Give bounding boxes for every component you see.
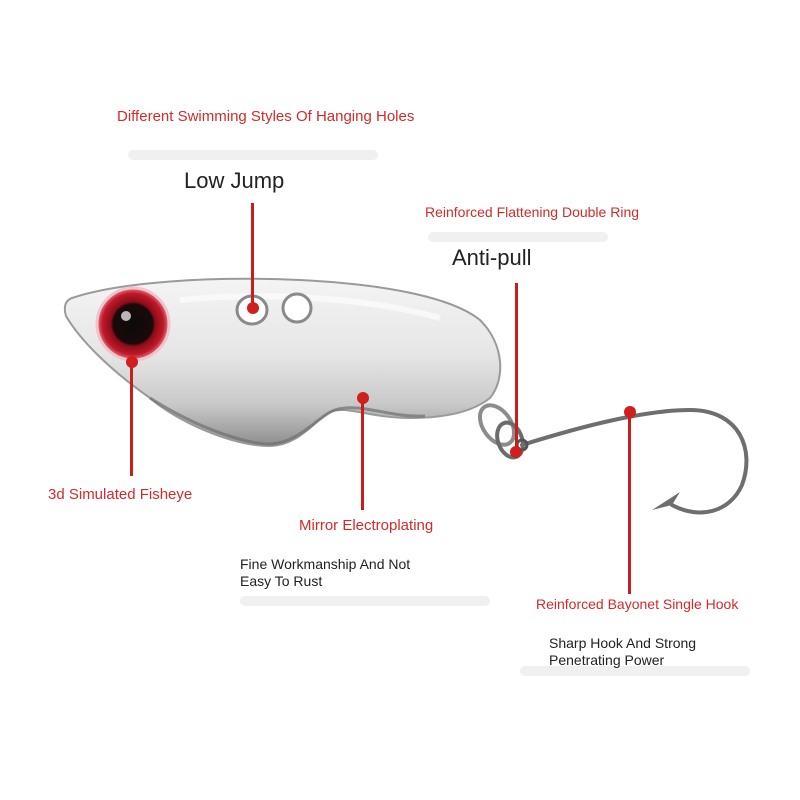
leader-line-mirror — [361, 398, 364, 510]
label-anti-pull: Anti-pull — [452, 245, 532, 270]
hanging-hole-2 — [281, 292, 313, 324]
faded-text-band — [128, 150, 378, 160]
lure-body — [63, 277, 502, 448]
hook-description-line-2: Penetrating Power — [549, 652, 665, 668]
leader-line-fisheye — [130, 362, 133, 476]
marker-dot-low-jump — [247, 302, 259, 314]
fisheye-icon — [95, 286, 171, 362]
marker-dot-hook — [624, 406, 636, 418]
hook-description-line-1: Sharp Hook And Strong — [549, 635, 697, 651]
mirror-description-line-2: Easy To Rust — [240, 573, 323, 589]
label-double-ring: Reinforced Flattening Double Ring — [425, 204, 640, 220]
leader-line-hook — [628, 412, 631, 594]
faded-text-band — [520, 666, 750, 676]
label-hanging-holes: Different Swimming Styles Of Hanging Hol… — [117, 108, 415, 125]
label-low-jump: Low Jump — [184, 168, 285, 193]
faded-text-band — [428, 232, 608, 242]
label-hook: Reinforced Bayonet Single Hook — [536, 596, 739, 612]
marker-dot-fisheye — [126, 356, 138, 368]
hook-barb — [652, 492, 680, 510]
label-fisheye: 3d Simulated Fisheye — [48, 486, 193, 503]
split-ring-1 — [477, 403, 517, 447]
label-mirror: Mirror Electroplating — [299, 517, 434, 534]
mirror-description-line-1: Fine Workmanship And Not — [240, 556, 411, 572]
single-hook — [520, 407, 749, 515]
leader-line-anti-pull — [515, 283, 518, 451]
leader-line-low-jump — [251, 203, 254, 308]
eye-glint — [121, 311, 131, 321]
lure-shadow-edge — [149, 396, 426, 446]
lure-highlight — [179, 293, 441, 321]
marker-dot-mirror — [357, 392, 369, 404]
marker-dot-anti-pull — [510, 446, 522, 458]
faded-text-band — [240, 596, 490, 606]
